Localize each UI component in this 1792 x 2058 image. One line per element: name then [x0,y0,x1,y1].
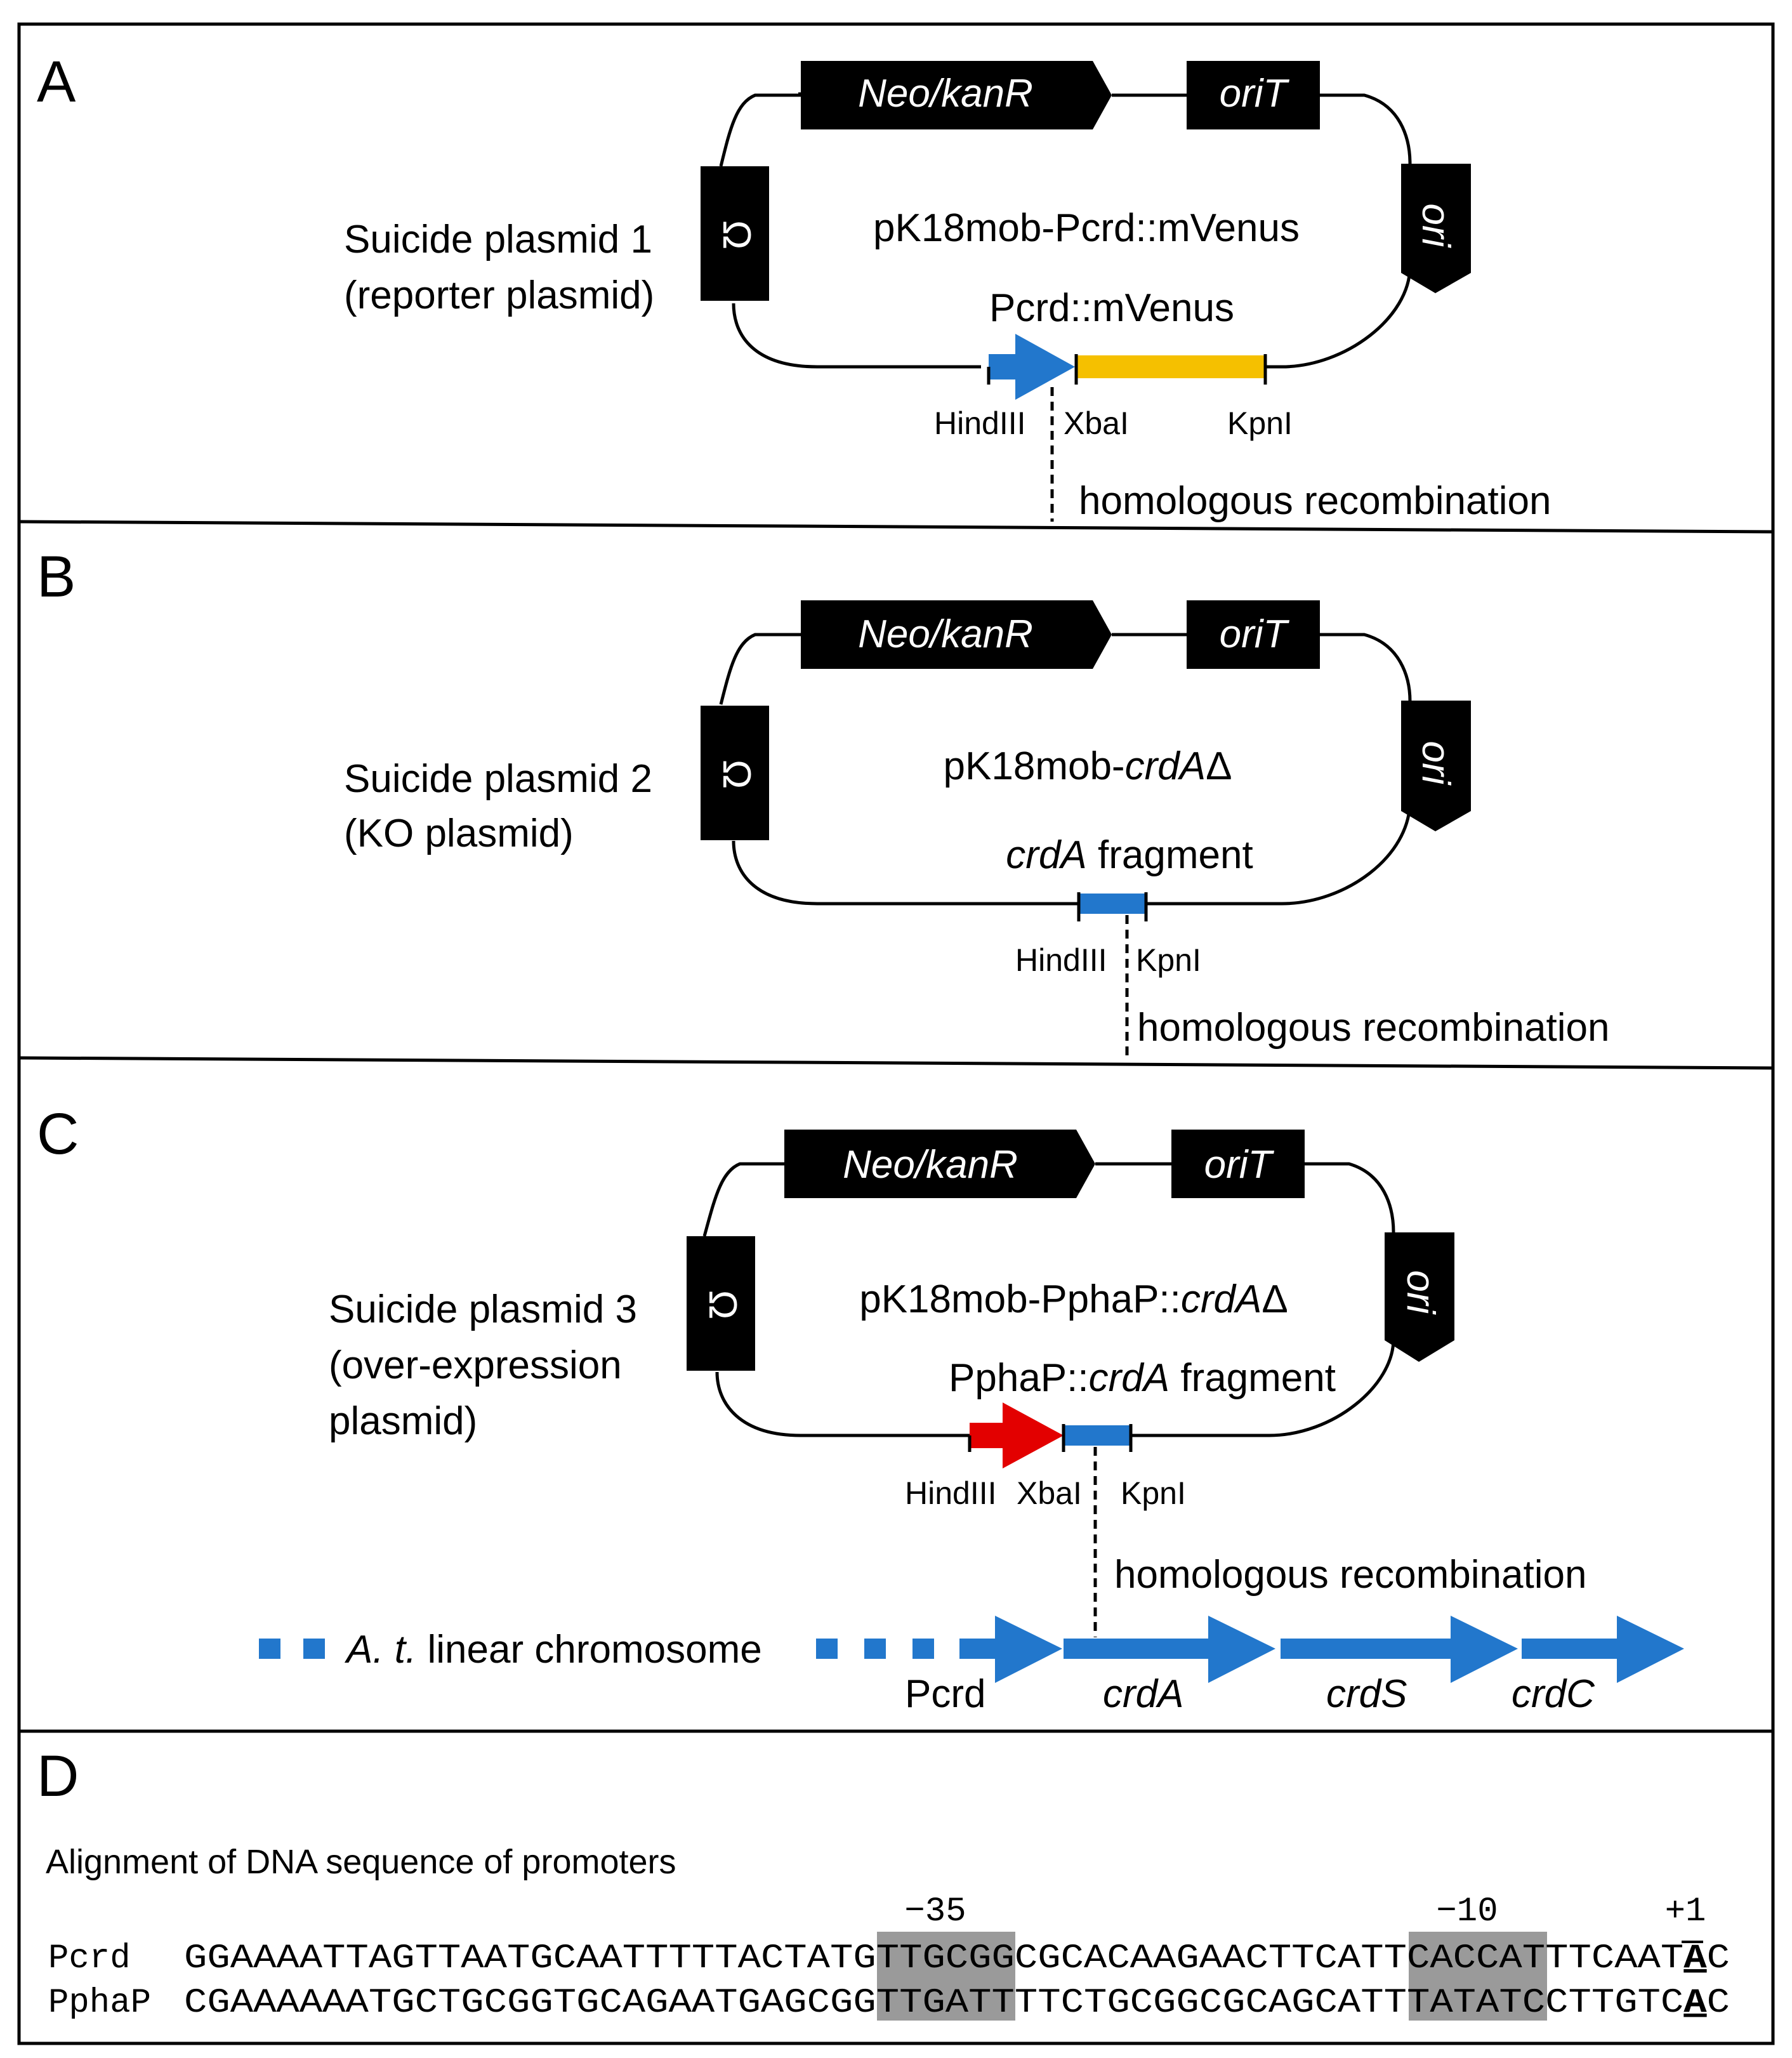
ori-label-a: ori [1414,204,1458,249]
chromosome-dashes-right [816,1639,934,1659]
ori-label-b: ori [1414,741,1458,786]
site-kpni-c: KpnI [1121,1475,1186,1511]
side-label-b-1: Suicide plasmid 2 [344,757,652,801]
side-label-a-1: Suicide plasmid 1 [344,218,652,261]
panel-a-letter: A [37,49,76,114]
omega-label-b: Ω [715,760,758,789]
neo-kanr-label-c: Neo/kanR [843,1143,1018,1187]
panel-a: A Neo/kanR oriT ori Ω pK18mob-Pcrd::mVen… [37,49,1551,523]
neo-kanr-label-b: Neo/kanR [858,612,1033,656]
site-ticks-b [1077,892,1148,921]
side-label-b-2: (KO plasmid) [344,812,574,855]
backbone-loop-c [702,1162,1395,1437]
omega-box-a [701,166,769,301]
plasmid-name-b: pK18mob-crdAΔ [944,744,1232,788]
insert-label-a: Pcrd::mVenus [989,286,1234,330]
orit-box-c [1171,1130,1305,1198]
ori-label-c: ori [1399,1270,1442,1316]
crda-gene-chromosome [1064,1616,1275,1683]
backbone-loop-a [719,93,1412,369]
ppha-seq-name: PphaP [48,1984,151,2022]
pcrd-chromosome-label: Pcrd [905,1672,985,1716]
pcrd-seq-name: Pcrd [48,1939,131,1978]
site-kpni-b: KpnI [1136,942,1201,978]
minus10-mark: −10 [1436,1892,1498,1931]
crda-fragment-b [1079,894,1145,914]
minus35-mark: −35 [904,1892,966,1931]
chromosome-dashes-left [259,1639,325,1659]
site-hindiii-a: HindIII [934,406,1026,441]
site-xbai-a: XbaI [1064,406,1129,441]
omega-label-c: Ω [701,1290,744,1319]
insert-label-b: crdA fragment [1006,833,1253,877]
chromosome-label: A. t. linear chromosome [344,1628,762,1672]
side-label-c-2: (over-expression [329,1343,622,1387]
neo-kanr-gene-b [801,600,1112,669]
panel-d: D Alignment of DNA sequence of promoters… [37,1744,1730,2022]
panel-c: C Neo/kanR oriT ori Ω pK18mob-PphaP::crd… [37,1102,1684,1716]
side-label-c-3: plasmid) [329,1399,477,1443]
site-ticks-c [968,1424,1133,1452]
site-ticks-a [987,354,1267,385]
ori-arrow-a [1401,164,1471,293]
crds-gene-chromosome [1281,1616,1518,1683]
minus35-highlight [877,1932,1015,2021]
site-xbai-c: XbaI [1017,1475,1082,1511]
orit-box-b [1187,600,1320,669]
omega-label-a: Ω [715,220,758,249]
panel-b-letter: B [37,544,76,609]
site-hindiii-b: HindIII [1015,942,1107,978]
orit-label-c: oriT [1204,1143,1275,1187]
recomb-label-c: homologous recombination [1114,1553,1586,1597]
crda-fragment-c [1064,1425,1130,1446]
panel-b: B Neo/kanR oriT ori Ω pK18mob-crdAΔ Suic… [37,544,1609,1057]
site-hindiii-c: HindIII [905,1475,997,1511]
orit-label-b: oriT [1220,612,1290,656]
ori-arrow-b [1401,701,1471,831]
recomb-label-b: homologous recombination [1137,1006,1609,1050]
omega-box-c [687,1236,755,1371]
neo-kanr-label-a: Neo/kanR [858,72,1033,115]
plasmid-name-a: pK18mob-Pcrd::mVenus [873,206,1300,250]
figure-frame [17,22,1775,2045]
panel-d-letter: D [37,1744,79,1809]
omega-box-b [701,706,769,840]
mvenus-gene-a [1076,355,1264,378]
crdc-chromosome-label: crdC [1512,1672,1595,1716]
backbone-loop-b [719,633,1412,906]
plus1-mark: +1 [1665,1892,1706,1931]
side-label-a-2: (reporter plasmid) [344,274,654,317]
ori-arrow-c [1385,1232,1454,1362]
site-kpni-a: KpnI [1227,406,1293,441]
alignment-title: Alignment of DNA sequence of promoters [46,1843,676,1881]
ppha-promoter-arrow-c [970,1402,1064,1468]
crda-chromosome-label: crdA [1103,1672,1183,1716]
pcrd-promoter-chromosome [959,1616,1062,1683]
recomb-label-a: homologous recombination [1079,479,1551,523]
neo-kanr-gene-a [801,61,1112,129]
crds-chromosome-label: crdS [1326,1672,1407,1716]
neo-kanr-gene-c [784,1130,1095,1198]
panel-c-letter: C [37,1102,79,1166]
pcrd-promoter-arrow-a [989,334,1075,400]
orit-box-a [1187,61,1320,129]
insert-label-c: PphaP::crdA fragment [949,1356,1336,1400]
crdc-gene-chromosome [1522,1616,1684,1683]
plasmid-name-c: pK18mob-PphaP::crdAΔ [859,1277,1288,1321]
minus10-highlight [1409,1932,1547,2021]
side-label-c-1: Suicide plasmid 3 [329,1288,637,1331]
orit-label-a: oriT [1220,72,1290,115]
